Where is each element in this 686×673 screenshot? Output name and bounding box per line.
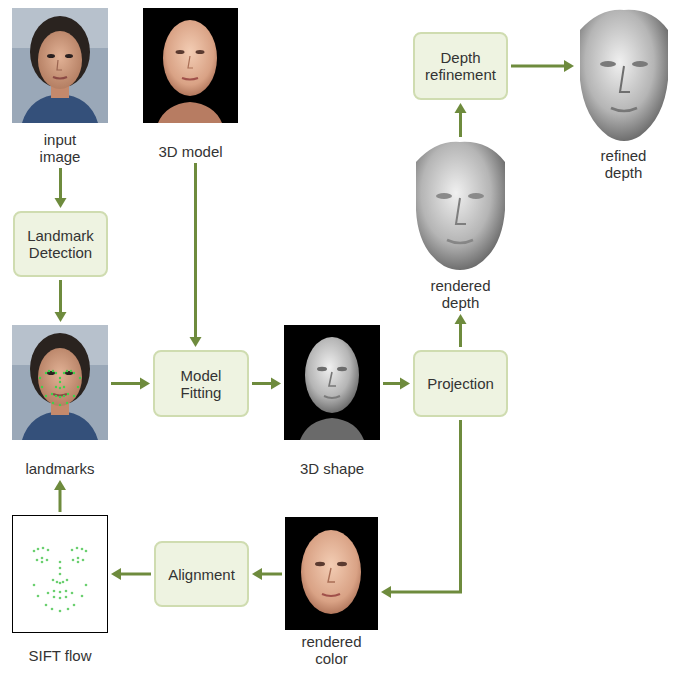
arrow-head (111, 568, 121, 580)
arrow-line (111, 382, 142, 385)
flow-arrow (455, 103, 467, 137)
image-caption: refined depth (589, 147, 659, 181)
flow-arrow (55, 168, 67, 208)
image-caption: 3D model (146, 143, 236, 160)
box-label: Landmark Detection (23, 227, 98, 261)
photo-landmarks (12, 325, 108, 440)
arrow-head (381, 586, 391, 598)
arrow-head (455, 314, 467, 324)
flow-arrow (252, 378, 281, 390)
arrow-head (252, 568, 262, 580)
flow-arrow (381, 420, 461, 598)
image-panel: rendered color (285, 517, 378, 667)
flow-arrow (383, 378, 410, 390)
image-caption: rendered depth (421, 277, 501, 311)
box-label: Model Fitting (163, 367, 239, 401)
process-box: Alignment (154, 541, 249, 607)
image-caption: rendered color (297, 633, 367, 667)
flow-panel (13, 516, 108, 633)
process-box: Depth refinement (413, 32, 508, 100)
process-box: Projection (413, 350, 508, 417)
arrow-line (252, 382, 273, 385)
arrow-head (190, 337, 202, 347)
arrow-line (389, 420, 461, 592)
arrow-head (140, 378, 150, 390)
image-panel: input image (12, 8, 108, 165)
process-box: Model Fitting (153, 350, 249, 417)
process-box: Landmark Detection (13, 211, 108, 277)
image-caption: SIFT flow (12, 647, 108, 664)
arrow-line (59, 488, 62, 512)
image-panel: rendered depth (413, 140, 508, 311)
box-label: Alignment (168, 566, 235, 583)
arrow-line (459, 111, 462, 137)
color-render (285, 517, 378, 630)
arrow-line (511, 65, 566, 68)
arrow-line (119, 573, 151, 576)
image-caption: 3D shape (284, 460, 380, 477)
arrow-head (271, 378, 281, 390)
image-panel: landmarks (12, 325, 108, 477)
arrow-head (400, 378, 410, 390)
arrow-head (455, 103, 467, 113)
arrow-line (260, 573, 282, 576)
depth-render (580, 10, 668, 141)
photo-input (12, 8, 108, 123)
arrow-line (59, 280, 62, 314)
shape-render (284, 325, 380, 440)
image-panel: 3D shape (284, 325, 380, 477)
depth-render (416, 142, 505, 270)
box-label: Projection (427, 375, 494, 392)
arrow-line (59, 168, 62, 200)
flow-arrow (252, 568, 282, 580)
image-panel: 3D model (143, 8, 238, 160)
arrow-head (55, 198, 67, 208)
flow-arrow (54, 480, 66, 512)
flow-arrow (190, 163, 202, 347)
flow-arrow (55, 280, 67, 322)
model-render (143, 8, 238, 123)
image-panel: refined depth (577, 10, 670, 181)
arrow-head (564, 60, 574, 72)
arrow-head (54, 480, 66, 490)
flow-arrow (455, 314, 467, 347)
arrow-line (194, 163, 197, 339)
image-panel: SIFT flow (12, 515, 108, 664)
flow-arrow (511, 60, 574, 72)
arrow-head (55, 312, 67, 322)
arrow-line (383, 382, 402, 385)
flow-arrow (111, 378, 150, 390)
image-caption: input image (30, 131, 90, 165)
arrow-line (459, 322, 462, 347)
image-caption: landmarks (12, 460, 108, 477)
box-label: Depth refinement (423, 49, 498, 83)
flow-arrow (111, 568, 151, 580)
